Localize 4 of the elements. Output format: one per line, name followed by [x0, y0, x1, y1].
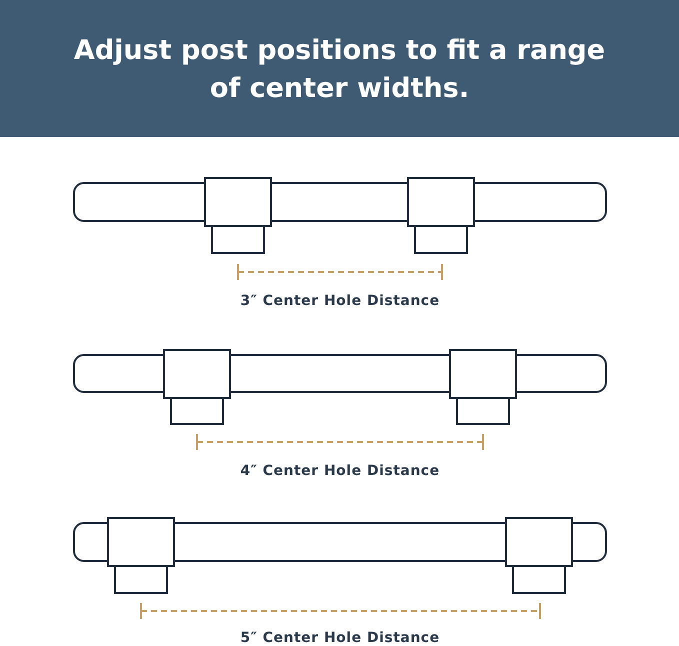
dimension-label: 4″ Center Hole Distance [239, 462, 441, 480]
dimension-label: 5″ Center Hole Distance [239, 629, 441, 646]
heading: Adjust post positions to fit a range of center widths. [72, 34, 606, 106]
dimension-label: 3″ Center Hole Distance [239, 292, 441, 310]
